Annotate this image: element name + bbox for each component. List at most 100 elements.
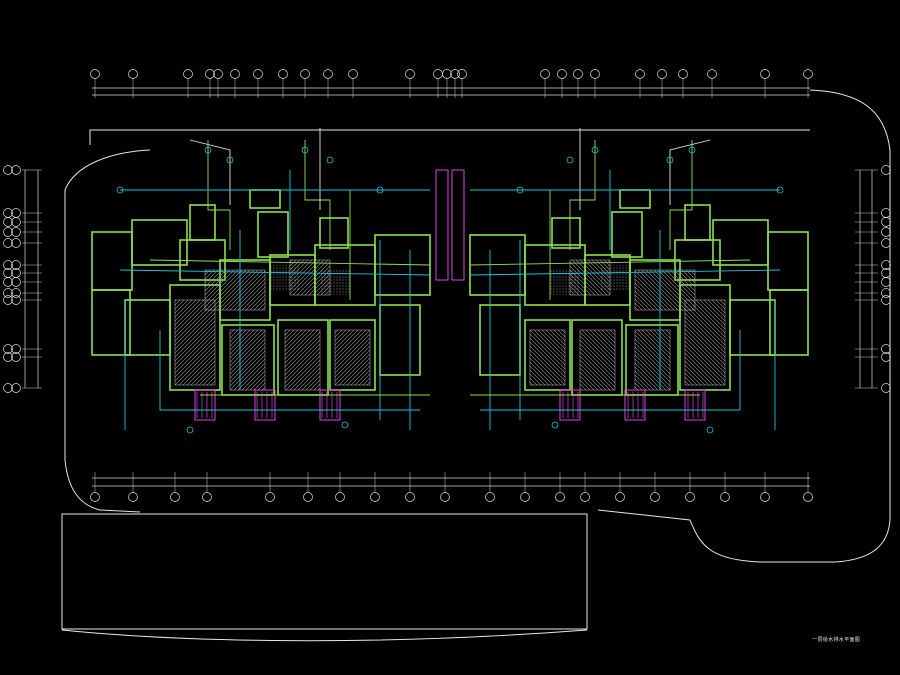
grid-bubble <box>11 295 21 305</box>
grid-bubble <box>205 69 215 79</box>
pipe-node <box>376 186 384 194</box>
wall-outline <box>769 289 809 356</box>
grid-bubble <box>11 288 21 298</box>
grid-bubble <box>760 69 770 79</box>
grid-bubble <box>760 492 770 502</box>
magenta-stack <box>684 389 706 421</box>
grid-bubble <box>881 344 891 354</box>
grid-bubble <box>3 238 13 248</box>
hatched-area <box>284 329 321 391</box>
wall-outline <box>619 189 651 209</box>
pipe-node <box>591 146 599 154</box>
building-wings <box>91 169 809 421</box>
hatched-area <box>174 299 216 386</box>
grid-bubble <box>11 268 21 278</box>
grid-bubble <box>635 69 645 79</box>
grid-bubble <box>3 260 13 270</box>
magenta-stack <box>435 169 449 281</box>
hatched-area <box>334 329 371 386</box>
grid-bubble <box>3 352 13 362</box>
grid-bubble <box>881 295 891 305</box>
grid-bubble <box>442 69 452 79</box>
pipe-line <box>469 259 751 266</box>
grid-bubble <box>573 69 583 79</box>
wing-left <box>91 169 449 421</box>
grid-bubble <box>11 352 21 362</box>
bottom-dimension-line <box>92 477 810 487</box>
grid-bubble <box>278 69 288 79</box>
hatched-area <box>684 299 726 386</box>
wall-outline <box>249 189 281 209</box>
grid-bubble <box>11 227 21 237</box>
pipe-node <box>226 156 234 164</box>
wall-outline <box>712 219 769 266</box>
grid-bubble <box>11 208 21 218</box>
pipe-node <box>688 146 696 154</box>
wall-outline <box>131 219 188 266</box>
grid-bubble <box>405 69 415 79</box>
grid-bubble <box>557 69 567 79</box>
magenta-stack <box>451 169 465 281</box>
hatched-area <box>634 269 696 311</box>
magenta-stack <box>624 389 646 421</box>
grid-bubble <box>11 260 21 270</box>
hatched-area <box>579 329 616 391</box>
wall-outline <box>684 204 711 241</box>
pipe-node <box>706 426 714 434</box>
wall-outline <box>319 217 349 249</box>
grid-bubble <box>555 492 565 502</box>
grid-bubble <box>3 208 13 218</box>
wall-outline <box>91 231 133 291</box>
grid-bubble <box>881 277 891 287</box>
wing-right <box>451 169 809 421</box>
grid-bubble <box>457 69 467 79</box>
drawing-caption: 一层给水排水平面图 <box>812 637 860 643</box>
pipe-node <box>204 146 212 154</box>
pipes-left <box>116 128 431 434</box>
grid-bubble <box>615 492 625 502</box>
pipe-line <box>669 140 693 250</box>
grid-bubble <box>590 69 600 79</box>
grid-bubble <box>90 69 100 79</box>
grid-bubble <box>128 69 138 79</box>
wall-outline <box>91 289 131 356</box>
wall-outline <box>329 319 376 391</box>
grid-bubble <box>881 260 891 270</box>
grid-bubble <box>3 217 13 227</box>
pipe-line <box>149 259 431 266</box>
grid-bubble <box>433 69 443 79</box>
grid-bubble <box>580 492 590 502</box>
grid-bubble <box>540 69 550 79</box>
dotted-area <box>550 270 580 295</box>
dotted-area <box>320 270 350 295</box>
wall-outline <box>551 217 581 249</box>
site-boundary <box>61 89 891 642</box>
grid-bubble <box>881 227 891 237</box>
pipe-node <box>776 186 784 194</box>
grid-bubble <box>11 344 21 354</box>
grid-bubble <box>450 69 460 79</box>
grid-bubble <box>370 492 380 502</box>
grid-bubble <box>881 288 891 298</box>
grid-bubble <box>300 69 310 79</box>
grid-bubble <box>881 352 891 362</box>
pipe-node <box>566 156 574 164</box>
pipe-line <box>207 140 231 250</box>
grid-bubble <box>3 383 13 393</box>
grid-bubble <box>323 69 333 79</box>
grid-bubble <box>881 383 891 393</box>
grid-bubble <box>265 492 275 502</box>
grid-bubble <box>881 268 891 278</box>
grid-bubble <box>303 492 313 502</box>
grid-bubble <box>405 492 415 502</box>
grid-bubble <box>440 492 450 502</box>
grid-bubble <box>678 69 688 79</box>
grid-bubble <box>11 165 21 175</box>
pipe-line <box>304 140 331 250</box>
pipe-node <box>666 156 674 164</box>
hatched-area <box>229 329 266 391</box>
magenta-stack <box>559 389 581 421</box>
pipe-line <box>159 330 420 411</box>
pipe-line <box>480 330 741 411</box>
